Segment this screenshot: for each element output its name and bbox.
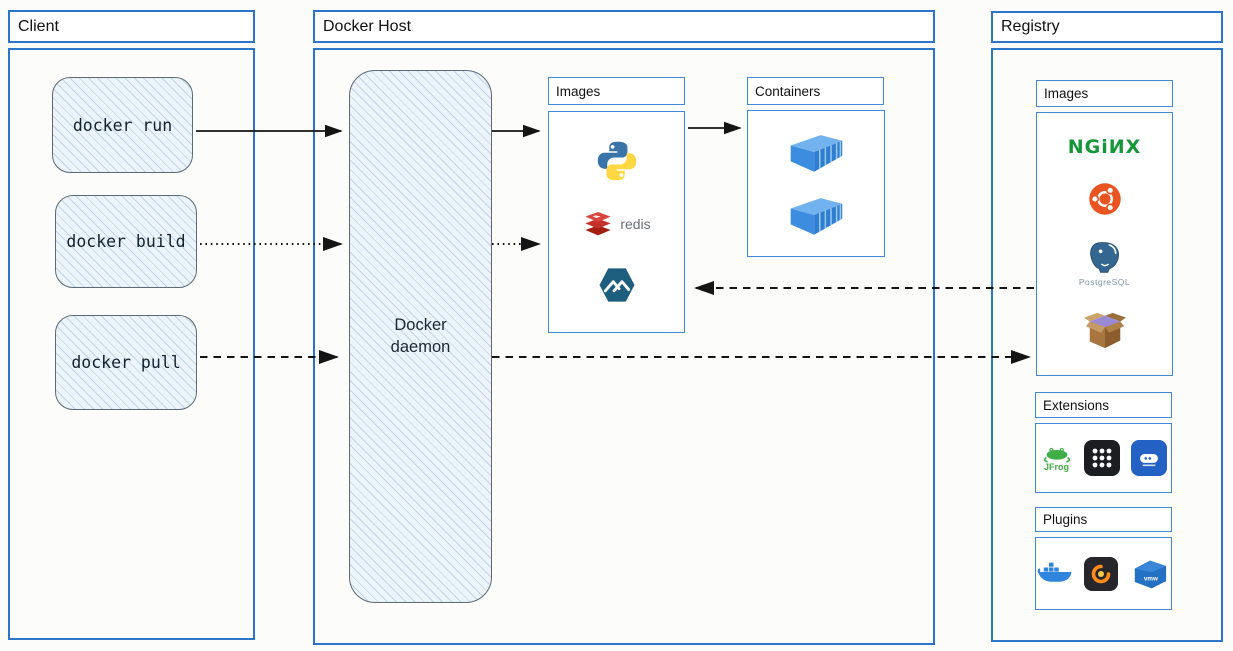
registry-images-header: Images: [1036, 80, 1173, 107]
registry-title: Registry: [1001, 18, 1060, 35]
docker-daemon-box: Docker daemon: [349, 70, 492, 603]
jfrog-label: JFrog: [1043, 462, 1069, 472]
container-icon: [790, 198, 843, 235]
container-icon: [790, 135, 843, 172]
postgresql-label: PostgreSQL: [1078, 277, 1131, 287]
nginx-icon: NGiИX: [1067, 136, 1142, 158]
postgresql-icon: [1089, 242, 1119, 273]
postgresql-logo: PostgreSQL: [1079, 240, 1130, 287]
containers-header: Containers: [747, 77, 884, 105]
redis-logo: redis: [582, 210, 651, 238]
docker-pull-label: docker pull: [71, 353, 181, 372]
docker-whale-icon: [1037, 562, 1071, 582]
extensions-header: Extensions: [1035, 392, 1172, 418]
plugins-title: Plugins: [1043, 512, 1088, 527]
app-grid-icon: [1083, 440, 1120, 476]
registry-section-header: Registry: [991, 11, 1223, 43]
disk-app-icon: [1130, 440, 1167, 476]
containers-panel: [747, 110, 885, 257]
extensions-panel: JFrog: [1035, 423, 1172, 493]
plugins-panel: vmw: [1035, 537, 1172, 610]
docker-run-box: docker run: [52, 77, 193, 173]
plugins-header: Plugins: [1035, 507, 1172, 532]
docker-host-title: Docker Host: [323, 17, 412, 35]
python-icon: [597, 141, 636, 181]
registry-images-panel: NGiИX PostgreSQL: [1036, 112, 1173, 376]
registry-section-body: [991, 48, 1223, 642]
docker-build-label: docker build: [66, 232, 186, 251]
registry-images-title: Images: [1044, 86, 1089, 101]
grafana-icon: [1083, 556, 1118, 591]
jfrog-icon: [1043, 447, 1070, 463]
client-section-header: Client: [8, 10, 255, 43]
host-images-header: Images: [548, 77, 685, 105]
ubuntu-icon: [1088, 183, 1121, 215]
docker-daemon-label: Docker daemon: [390, 316, 451, 356]
jfrog-logo: JFrog: [1041, 444, 1073, 472]
client-section-body: [8, 48, 255, 640]
redis-icon: [585, 212, 611, 236]
docker-host-section-header: Docker Host: [313, 10, 935, 43]
host-images-title: Images: [556, 83, 601, 99]
alpine-icon: [599, 268, 634, 302]
vmware-icon: vmw: [1134, 560, 1166, 588]
redis-label: redis: [620, 216, 651, 232]
docker-run-label: docker run: [72, 115, 173, 135]
extensions-title: Extensions: [1043, 397, 1110, 413]
docker-host-section-body: [313, 48, 935, 645]
vmware-label: vmw: [1143, 575, 1157, 582]
containers-title: Containers: [755, 83, 821, 99]
host-images-panel: redis: [548, 111, 685, 333]
client-title: Client: [18, 17, 59, 35]
package-box-icon: [1083, 312, 1126, 349]
docker-build-box: docker build: [55, 195, 197, 288]
docker-pull-box: docker pull: [55, 315, 197, 410]
